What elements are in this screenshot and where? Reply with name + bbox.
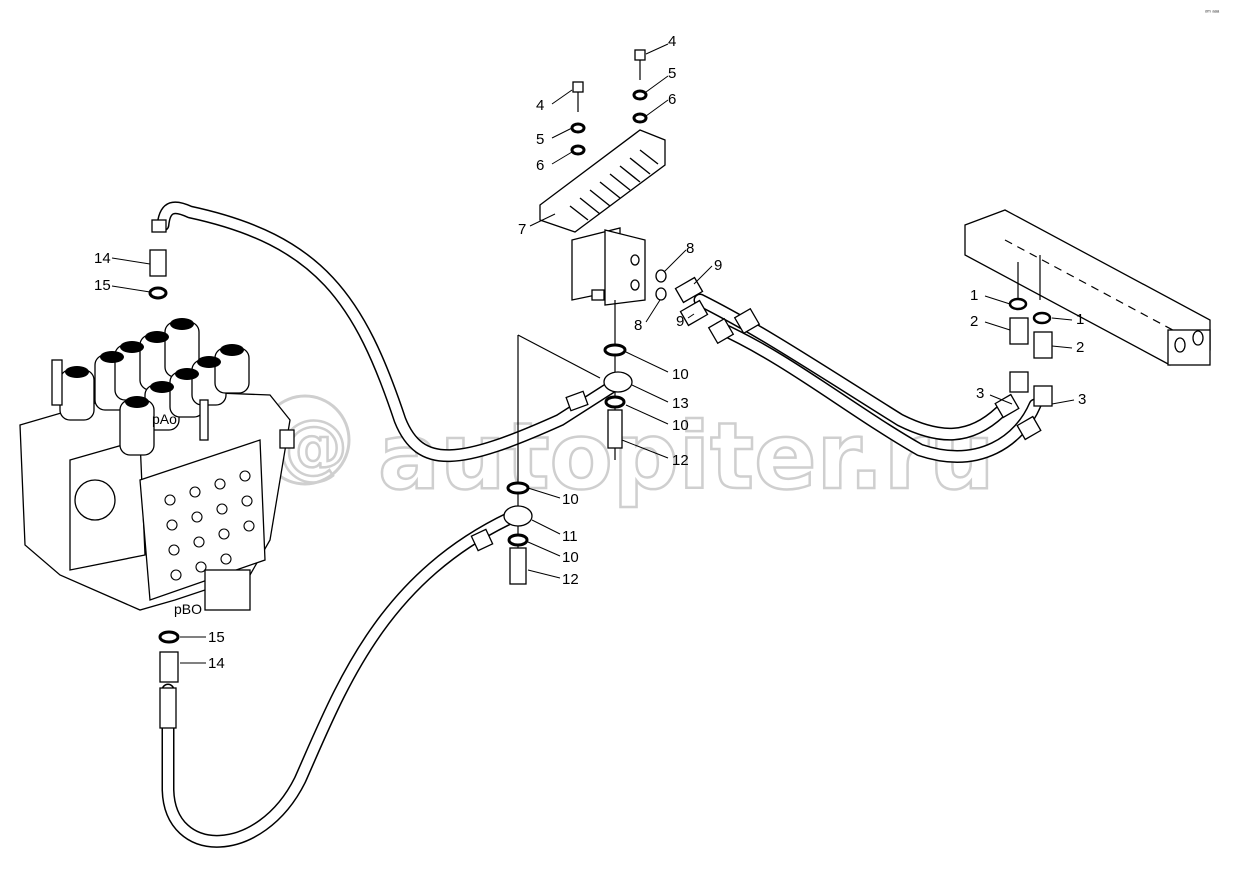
manifold-block (964, 209, 1211, 407)
callout-3-right: 3 (1078, 391, 1086, 408)
fitting-upper (148, 219, 168, 300)
callout-9-upper: 9 (714, 257, 722, 274)
callout-8-upper: 8 (686, 240, 694, 257)
callout-1-left: 1 (970, 287, 978, 304)
callout-11: 11 (562, 528, 578, 545)
callout-labels: 4 5 6 4 5 6 7 8 8 9 9 10 13 10 12 10 11 … (94, 33, 1086, 672)
pedal-valve (539, 49, 709, 327)
leader-lines (111, 43, 1075, 664)
callout-14-lower: 14 (208, 655, 225, 672)
control-valve-block (19, 318, 295, 611)
callout-10-d: 10 (562, 549, 579, 566)
callout-15-lower: 15 (208, 629, 225, 646)
fitting-lower (158, 630, 180, 683)
callout-13: 13 (672, 395, 689, 412)
callout-1-right: 1 (1076, 311, 1084, 328)
callout-9-lower: 9 (676, 313, 684, 330)
banjo-fittings (503, 300, 633, 585)
hose-right-pair (693, 293, 1042, 463)
port-label-pBO: pBO (174, 601, 202, 617)
callout-4-right: 4 (668, 33, 676, 50)
callout-15-upper: 15 (94, 277, 111, 294)
hose-upper (156, 201, 617, 463)
callout-4-left: 4 (536, 97, 544, 114)
callout-8-lower: 8 (634, 317, 642, 334)
callout-10-c: 10 (562, 491, 579, 508)
callout-6-left: 6 (536, 157, 544, 174)
callout-10-b: 10 (672, 417, 689, 434)
callout-14-upper: 14 (94, 250, 111, 267)
callout-12-lower: 12 (562, 571, 579, 588)
port-label-pAo: pAo (152, 411, 177, 427)
hose-lower (159, 511, 517, 848)
callout-2-left: 2 (970, 313, 978, 330)
callout-5-right: 5 (668, 65, 676, 82)
callout-6-right: 6 (668, 91, 676, 108)
corner-mark: ᵒᵐ ᵃᵃᵃ (1205, 10, 1220, 16)
callout-2-right: 2 (1076, 339, 1084, 356)
callout-3-left: 3 (976, 385, 984, 402)
callout-7: 7 (518, 221, 526, 238)
callout-10-a: 10 (672, 366, 689, 383)
callout-5-left: 5 (536, 131, 544, 148)
callout-12-upper: 12 (672, 452, 689, 469)
